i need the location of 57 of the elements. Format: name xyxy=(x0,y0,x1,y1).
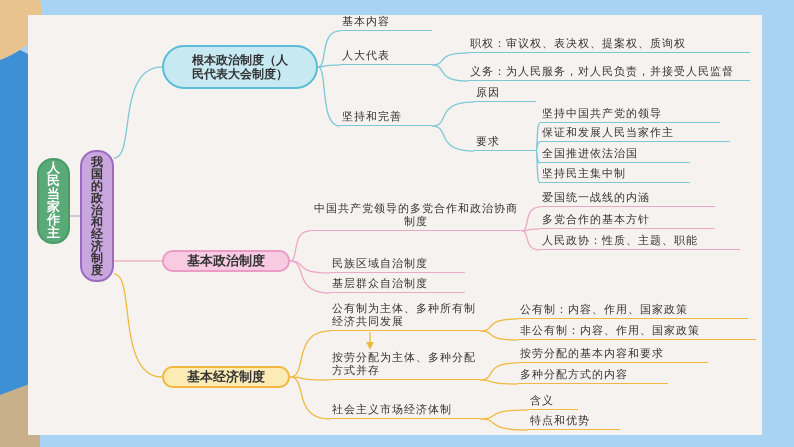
branch-label: 要求 xyxy=(474,133,536,151)
branch-line xyxy=(318,66,340,127)
branch-label: 保证和发展人民当家作主 xyxy=(540,125,730,142)
branch-line xyxy=(535,150,540,164)
branch-line xyxy=(535,141,540,152)
branch-label: 坚持中国共产党的领导 xyxy=(540,106,720,123)
branch-line xyxy=(114,273,162,378)
arrow xyxy=(366,332,374,350)
branch-line xyxy=(290,230,310,262)
branch-line xyxy=(290,330,330,378)
branch-line xyxy=(535,150,540,184)
branch-label: 全国推进依法治国 xyxy=(540,146,690,163)
topic-pill: 人民当家作主 xyxy=(37,158,70,244)
branch-line xyxy=(318,30,340,68)
branch-line xyxy=(432,101,474,127)
branch-line xyxy=(522,228,540,232)
branch-line xyxy=(480,379,518,385)
branch-label: 按劳分配为主体、多种分配方式并存 xyxy=(330,350,480,380)
branch-label: 多党合作的基本方针 xyxy=(540,212,715,229)
branch-line xyxy=(522,230,540,251)
branch-label: 民族区域自治制度 xyxy=(330,256,465,273)
branch-label: 人民政协：性质、主题、职能 xyxy=(540,232,740,250)
branch-label: 公有制：内容、作用、国家政策 xyxy=(518,301,748,319)
branch-label: 多种分配方式的内容 xyxy=(518,367,668,384)
branch-label: 职权：审议权、表决权、提案权、质询权 xyxy=(468,35,750,53)
branch-line xyxy=(114,66,162,159)
branch-label: 爱国统一战线的内涵 xyxy=(540,190,715,207)
branch-line xyxy=(480,330,518,341)
branch-label: 人大代表 xyxy=(340,47,432,65)
branch-line xyxy=(480,418,528,431)
branch-line xyxy=(480,318,518,332)
branch-line xyxy=(432,52,468,66)
branch-label: 义务：为人民服务，对人民负责，并接受人民监督 xyxy=(468,53,750,81)
branch-line xyxy=(432,125,474,152)
branch-label: 社会主义市场经济体制 xyxy=(330,401,480,419)
branch-label: 特点和优势 xyxy=(528,413,620,430)
branch-line xyxy=(522,206,540,232)
branch-line xyxy=(480,362,518,381)
branch-label: 含义 xyxy=(528,396,578,410)
branch-line xyxy=(290,376,330,381)
branch-label: 按劳分配的基本内容和要求 xyxy=(518,346,708,363)
branch-line xyxy=(318,64,340,68)
branch-line xyxy=(432,64,468,82)
branch-label: 坚持和完善 xyxy=(340,108,432,126)
branch-label: 基层群众自治制度 xyxy=(330,276,465,293)
branch-line xyxy=(114,260,162,262)
branch-label: 非公有制：内容、作用、国家政策 xyxy=(518,322,756,340)
branch-line xyxy=(70,215,80,217)
branch-label: 基本内容 xyxy=(340,13,432,31)
branch-line xyxy=(290,260,330,294)
branch-line xyxy=(535,122,540,152)
topic-pill: 我国的政治和经济制度 xyxy=(80,150,114,282)
branch-label: 坚持民主集中制 xyxy=(540,166,690,183)
branch-label: 原因 xyxy=(474,86,536,102)
branch-label: 中国共产党领导的多党合作和政治协商制度 xyxy=(310,203,522,231)
branch-label: 公有制为主体、多种所有制经济共同发展 xyxy=(330,301,480,331)
branch-line xyxy=(290,376,330,420)
